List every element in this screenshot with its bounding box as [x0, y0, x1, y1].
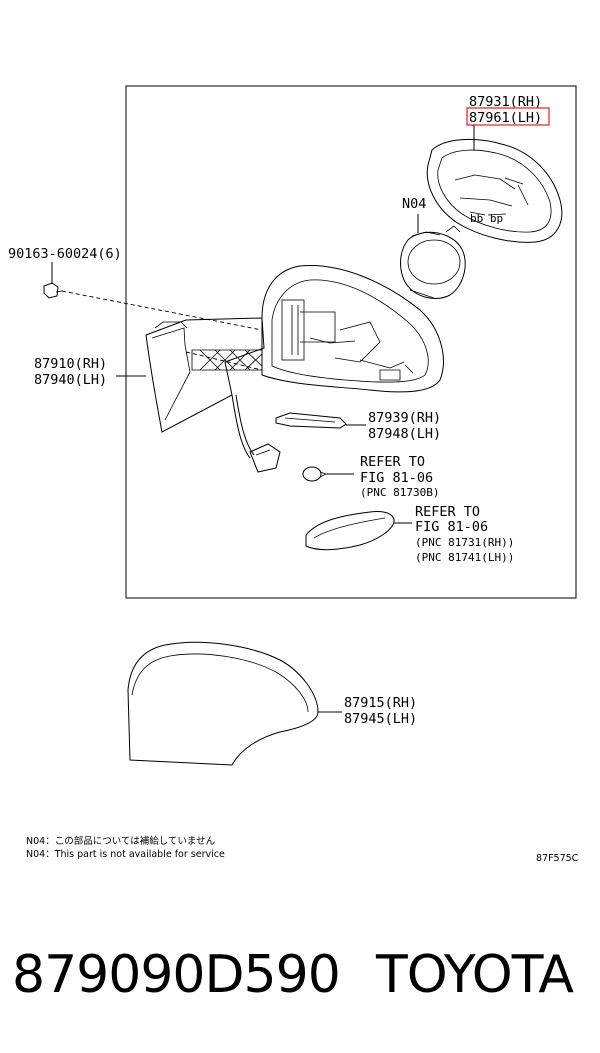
- diagram-frame: [125, 85, 577, 599]
- turn-signal-drawing: [305, 511, 412, 551]
- label-refer1-a: REFER TO: [360, 454, 425, 470]
- label-mirror-rh: 87910(RH): [34, 356, 107, 372]
- mirror-glass-drawing: bb bp: [426, 138, 563, 243]
- label-glass-rh: 87931(RH): [469, 94, 542, 110]
- label-refer2-c: (PNC 81731(RH)): [415, 536, 514, 549]
- label-lamp-rh: 87939(RH): [368, 410, 441, 426]
- label-motor: N04: [402, 196, 426, 212]
- screw-drawing: [43, 262, 263, 331]
- parts-diagram: bb bp: [8, 85, 579, 864]
- note-english: N04：This part is not available for servi…: [26, 849, 225, 860]
- highlight-box: [466, 107, 550, 126]
- label-refer1-c: (PNC 81730B): [360, 486, 439, 499]
- mirror-cover-drawing: [127, 641, 342, 766]
- label-mirror-lh: 87940(LH): [34, 372, 107, 388]
- label-cover-lh: 87945(LH): [344, 711, 417, 727]
- note-japanese: N04：この部品については補給していません: [26, 835, 215, 847]
- brand-name: TOYOTA: [376, 945, 574, 1005]
- mirror-body-drawing: [145, 264, 444, 473]
- label-screw: 90163-60024(6): [8, 246, 122, 262]
- footer: 879090D590 TOYOTA: [0, 925, 600, 1025]
- label-glass-lh: 87961(LH): [469, 110, 542, 126]
- diagram-code: 87F575C: [536, 853, 579, 864]
- part-number: 879090D590: [12, 945, 341, 1005]
- label-refer2-a: REFER TO: [415, 504, 480, 520]
- label-lamp-lh: 87948(LH): [368, 426, 441, 442]
- label-refer1-b: FIG 81-06: [360, 470, 433, 486]
- label-cover-rh: 87915(RH): [344, 695, 417, 711]
- label-refer2-b: FIG 81-06: [415, 519, 488, 535]
- label-refer2-d: (PNC 81741(LH)): [415, 551, 514, 564]
- svg-text:bb bp: bb bp: [470, 212, 503, 225]
- mirror-motor-drawing: [400, 214, 466, 299]
- bulb-drawing: [302, 466, 354, 482]
- side-lamp-drawing: [275, 412, 366, 429]
